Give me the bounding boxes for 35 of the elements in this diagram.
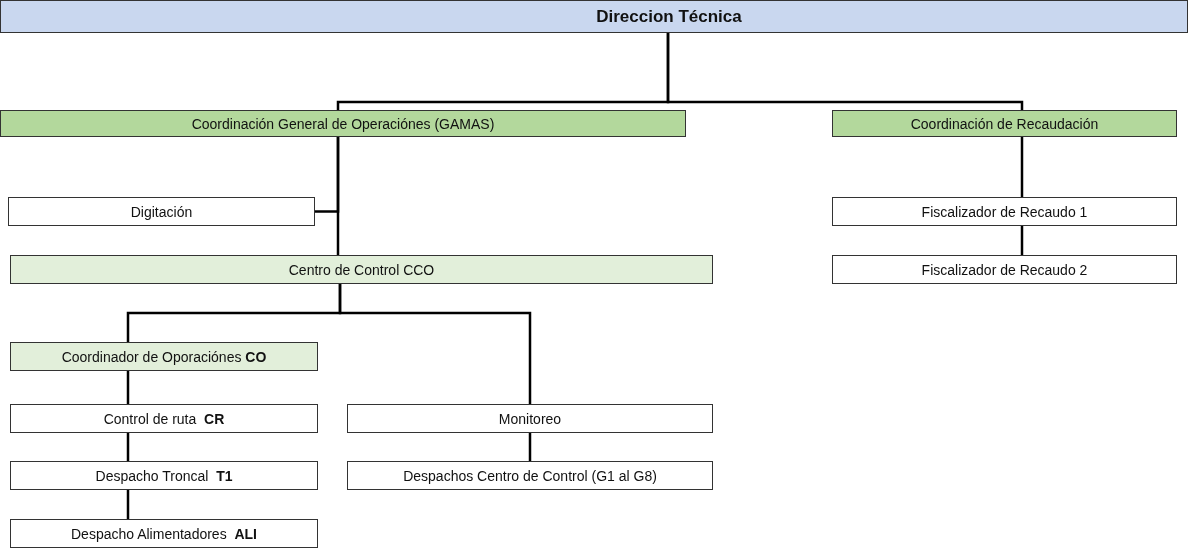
org-box bbox=[832, 110, 1177, 137]
org-box bbox=[832, 197, 1177, 226]
box-label: Coordinación General de Operaciónes (GAMAS) bbox=[191, 115, 495, 132]
box-label: Digitación bbox=[130, 203, 193, 220]
org-box bbox=[832, 255, 1177, 284]
box-label: Despachos Centro de Control (G1 al G8) bbox=[403, 467, 657, 484]
org-box bbox=[8, 197, 315, 226]
box-label: Despacho Alimentadores ALI bbox=[71, 525, 257, 542]
box-label: Fiscalizador de Recaudo 2 bbox=[921, 261, 1088, 278]
box-label: Direccion Técnica bbox=[596, 6, 742, 27]
box-label: Fiscalizador de Recaudo 1 bbox=[921, 203, 1088, 220]
connector-line bbox=[666, 33, 1024, 110]
connector-line bbox=[126, 490, 130, 519]
org-box bbox=[10, 255, 713, 284]
connector-line bbox=[338, 284, 532, 404]
connector-line bbox=[126, 433, 130, 461]
connector-line bbox=[126, 371, 130, 404]
box-label: Despacho Troncal T1 bbox=[95, 467, 233, 484]
box-label: Control de ruta CR bbox=[103, 410, 225, 427]
org-box bbox=[10, 461, 318, 490]
box-label: Monitoreo bbox=[498, 410, 562, 427]
box-label: Centro de Control CCO bbox=[288, 261, 435, 278]
org-box bbox=[10, 519, 318, 548]
org-box bbox=[10, 404, 318, 433]
box-label: Coordinación de Recaudación bbox=[910, 115, 1099, 132]
connector-line bbox=[1020, 226, 1024, 255]
connector-line bbox=[336, 137, 340, 255]
connector-line bbox=[1020, 137, 1024, 197]
org-box bbox=[10, 342, 318, 371]
org-box bbox=[347, 461, 713, 490]
org-box bbox=[347, 404, 713, 433]
org-box bbox=[0, 110, 686, 137]
connector-line bbox=[528, 433, 532, 461]
title-bar bbox=[0, 0, 1188, 33]
box-label: Coordinador de Oporaciónes CO bbox=[61, 348, 267, 365]
